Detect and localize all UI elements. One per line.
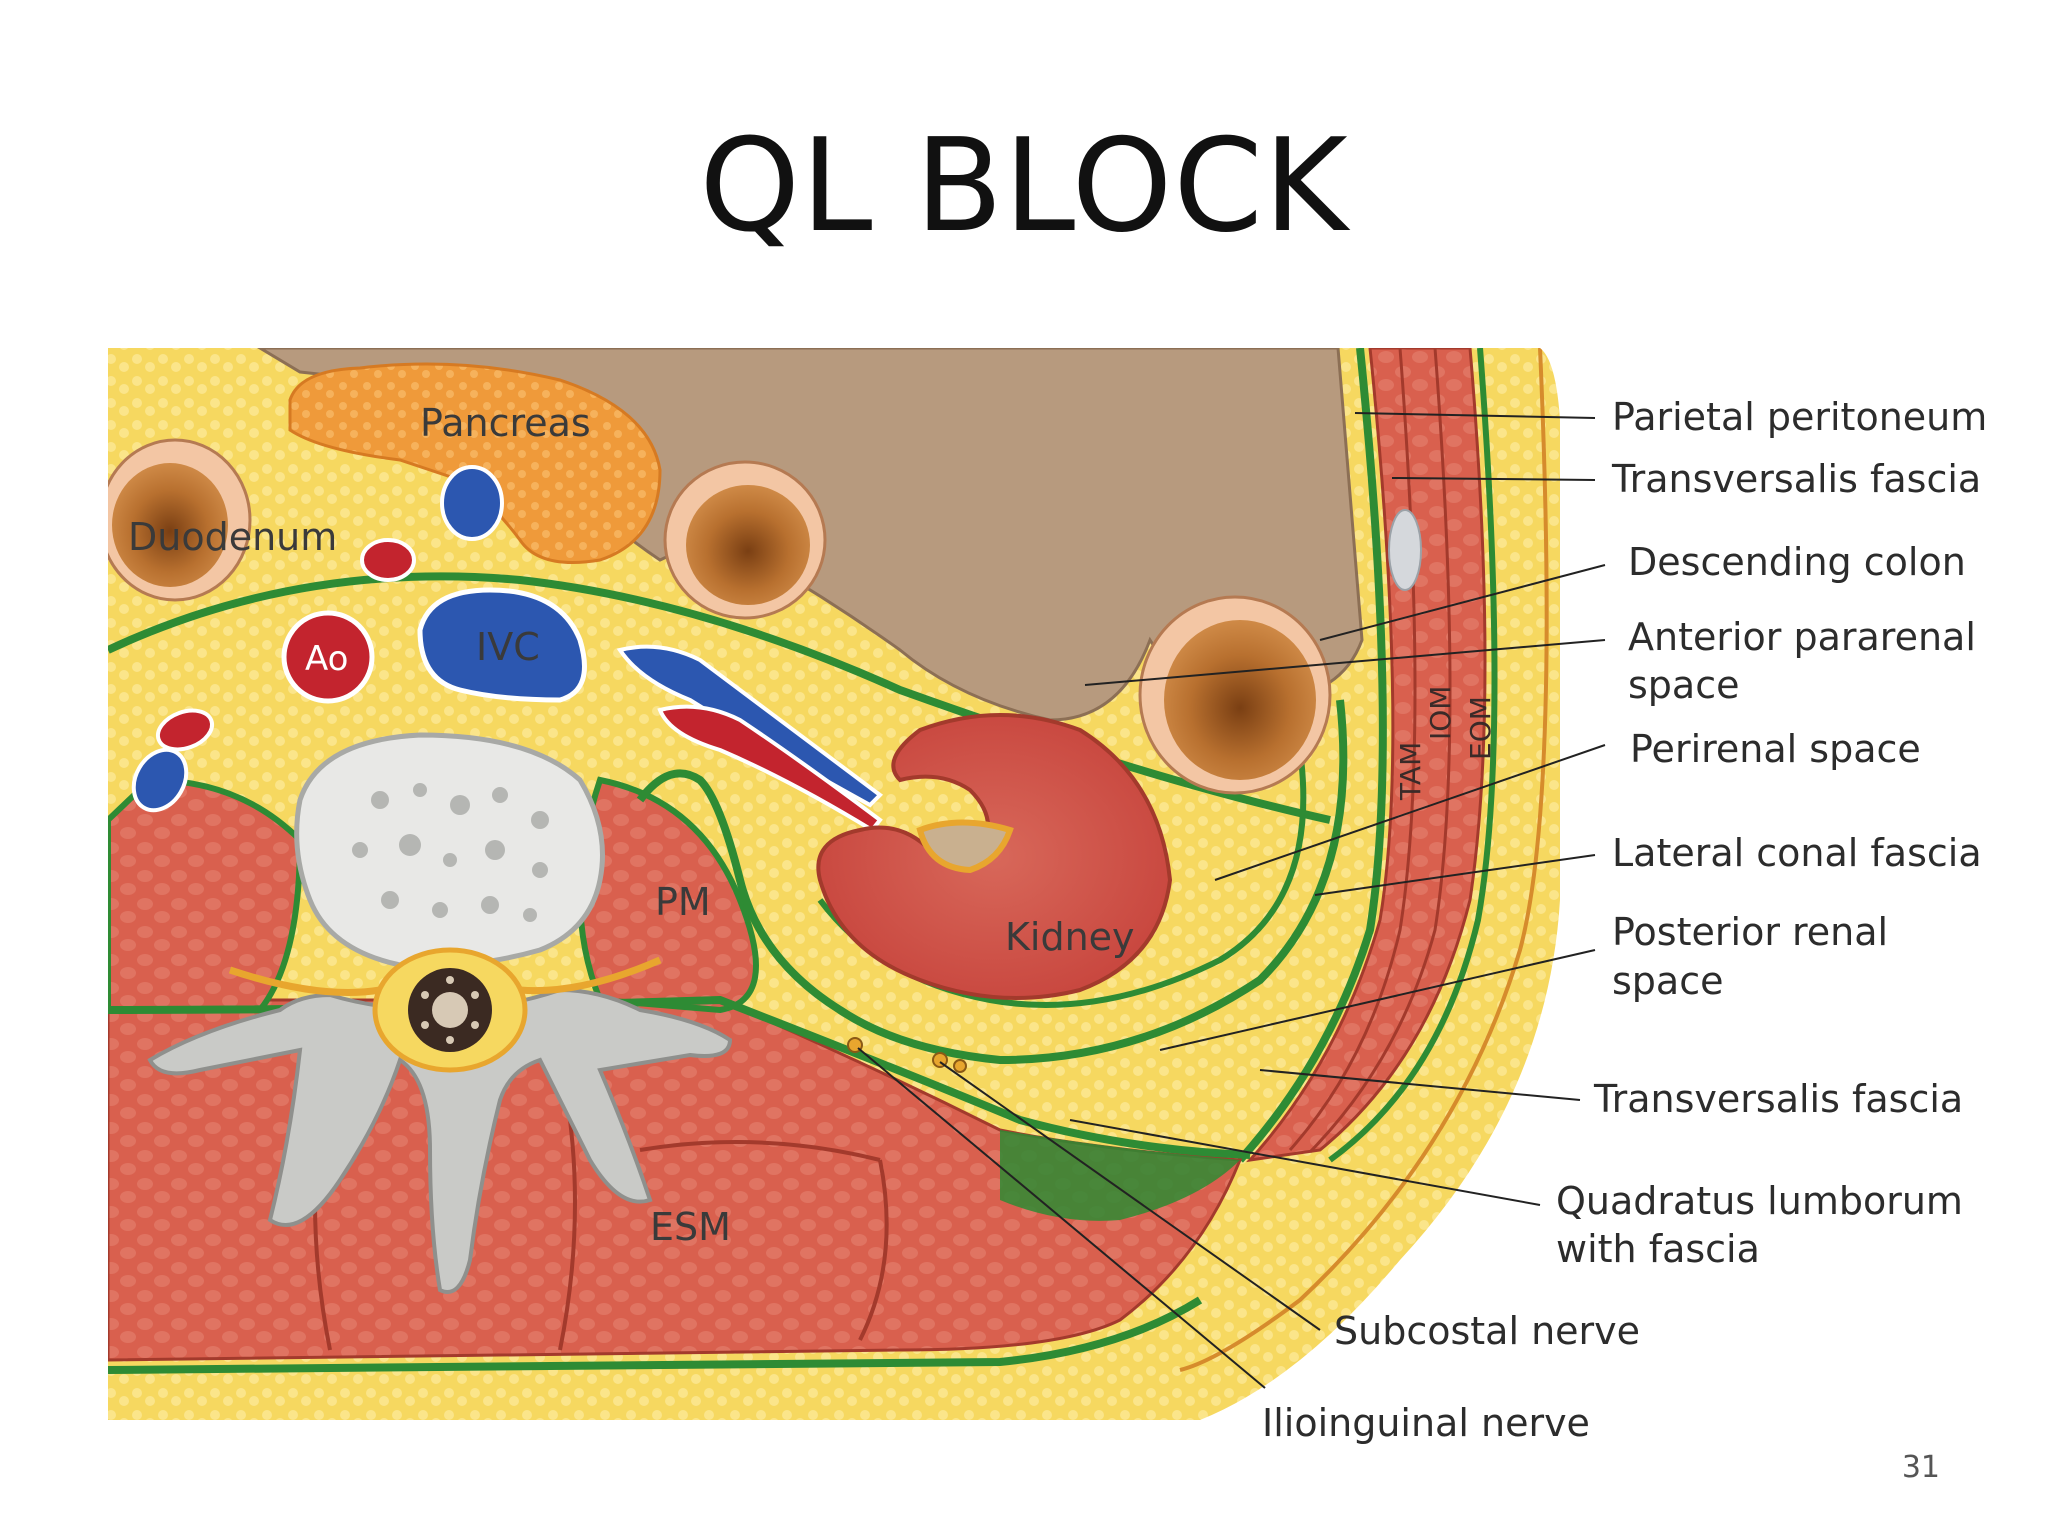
renal-artery (657, 704, 883, 833)
aorta (281, 610, 375, 704)
callout-anterior-pararenal-line1: Anterior pararenal (1628, 615, 1976, 659)
callout-posterior-renal-line1: Posterior renal (1612, 910, 1888, 954)
quadratus-lumborum (1000, 1130, 1240, 1221)
label-kidney: Kidney (1005, 915, 1135, 959)
lateral-conal-fascia (636, 699, 1348, 1065)
callout-parietal-peritoneum: Parietal peritoneum (1612, 395, 1987, 439)
callout-quadratus-line1: Quadratus lumborum (1556, 1179, 1963, 1223)
vertebra (147, 732, 733, 1294)
label-aorta: Ao (305, 639, 348, 679)
callout-descending-colon: Descending colon (1628, 540, 1966, 584)
label-iom: IOM (1424, 686, 1457, 740)
label-eom: EOM (1464, 696, 1497, 760)
label-tam: TAM (1394, 742, 1427, 801)
inferior-vena-cava (417, 587, 587, 703)
leader-lines (857, 412, 1606, 1389)
pancreas (288, 362, 662, 564)
slide-title: QL BLOCK (699, 112, 1349, 261)
callout-subcostal-nerve: Subcostal nerve (1334, 1309, 1640, 1353)
anterior-renal-fascia (108, 572, 1331, 824)
callout-transversalis-fascia-bottom: Transversalis fascia (1593, 1077, 1963, 1121)
callout-ilioinguinal-nerve: Ilioinguinal nerve (1262, 1401, 1590, 1445)
label-ivc: IVC (476, 625, 540, 669)
callout-anterior-pararenal-line2: space (1628, 663, 1739, 707)
slide-number: 31 (1901, 1450, 1940, 1485)
callout-lateral-conal-fascia: Lateral conal fascia (1612, 831, 1982, 875)
callout-transversalis-fascia-top: Transversalis fascia (1611, 457, 1981, 501)
label-duodenum: Duodenum (128, 515, 337, 559)
callout-perirenal-space: Perirenal space (1630, 727, 1921, 771)
label-psoas: PM (655, 880, 711, 924)
callout-quadratus-line2: with fascia (1556, 1227, 1760, 1271)
label-pancreas: Pancreas (420, 401, 591, 445)
callout-posterior-renal-line2: space (1612, 959, 1723, 1003)
label-erector: ESM (650, 1205, 731, 1249)
